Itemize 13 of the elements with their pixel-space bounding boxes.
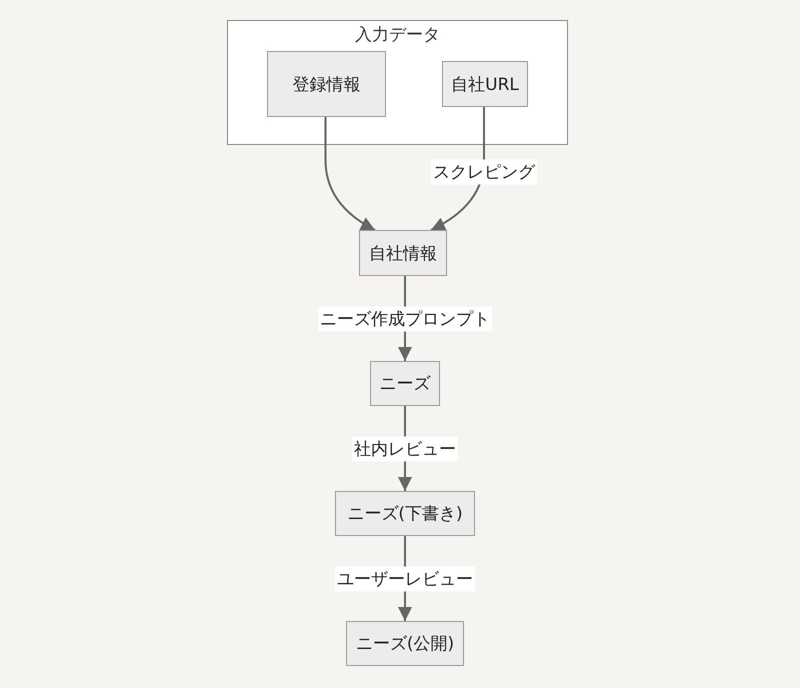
process-box: ニーズ(公開): [346, 621, 464, 666]
group-title: 入力データ: [354, 24, 441, 46]
edge-label: 社内レビュー: [352, 436, 458, 461]
edge-label: スクレピング: [431, 160, 537, 184]
process-box: ニーズ(下書き): [335, 491, 475, 536]
group-box: [227, 20, 568, 145]
process-box: 登録情報: [267, 51, 386, 117]
edge-label: ユーザーレビュー: [335, 566, 475, 591]
process-box: 自社URL: [442, 61, 528, 107]
edge-label: ニーズ作成プロンプト: [318, 306, 492, 331]
process-box: 自社情報: [359, 230, 447, 276]
process-box: ニーズ: [370, 361, 440, 406]
arrow: [324, 116, 376, 231]
